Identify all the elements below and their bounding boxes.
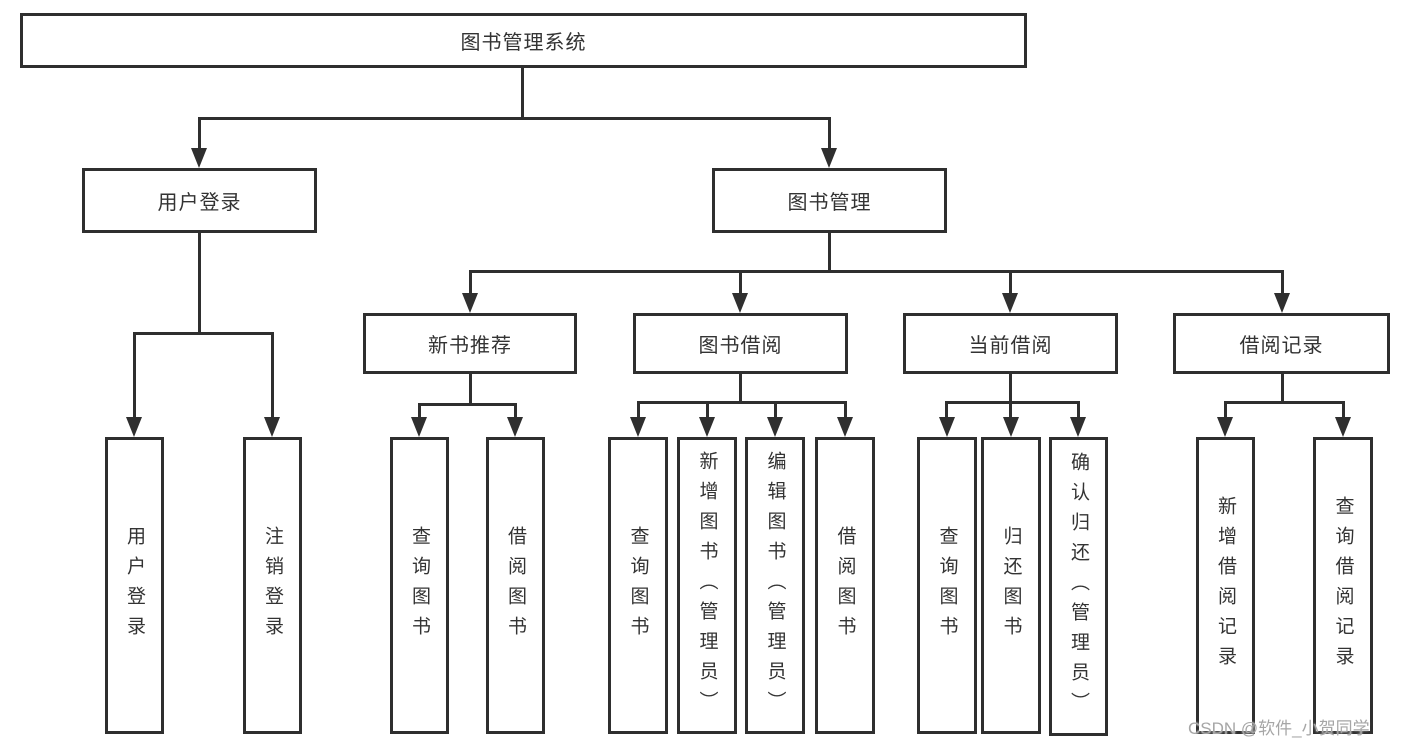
connector-book-management-stem (828, 233, 831, 273)
leaf-query-books-borrowing: 查询图书 (608, 437, 668, 734)
leaf-logout: 注销登录 (243, 437, 302, 734)
leaf-confirm-return-admin: 确认归还（管理员） (1049, 437, 1108, 736)
connector-new-book-stem (469, 374, 472, 405)
watermark: CSDN @软件_小贺同学 (1188, 719, 1370, 738)
connector-leaf (945, 401, 948, 419)
connector-new-book-branch (418, 403, 517, 406)
arrowhead (732, 293, 748, 313)
arrowhead (1070, 417, 1086, 437)
leaf-edit-book-admin-label: 编辑图书（管理员） (764, 450, 786, 721)
connector-borrow-records-stem (1281, 374, 1284, 403)
connector-leaf (1077, 401, 1080, 419)
connector-leaf (1224, 401, 1227, 419)
leaf-edit-book-admin: 编辑图书（管理员） (745, 437, 805, 734)
leaf-add-borrow-record-label: 新增借阅记录 (1215, 495, 1236, 676)
connector-borrow-records-branch (1224, 401, 1345, 404)
leaf-query-books-recommend: 查询图书 (390, 437, 449, 734)
connector-level1-branch (198, 117, 831, 120)
arrowhead (462, 293, 478, 313)
node-new-book-recommend: 新书推荐 (363, 313, 577, 374)
arrowhead (630, 417, 646, 437)
connector-leaf (706, 401, 709, 419)
connector-leaf (637, 401, 640, 419)
arrowhead (264, 417, 280, 437)
node-new-book-recommend-label: 新书推荐 (428, 335, 512, 357)
arrowhead (507, 417, 523, 437)
connector-to-current-borrowing (1009, 270, 1012, 295)
arrowhead (411, 417, 427, 437)
leaf-confirm-return-admin-label: 确认归还（管理员） (1068, 451, 1089, 722)
arrowhead (1217, 417, 1233, 437)
node-borrow-records: 借阅记录 (1173, 313, 1390, 374)
node-current-borrowing: 当前借阅 (903, 313, 1118, 374)
node-book-borrowing-label: 图书借阅 (698, 335, 783, 357)
connector-to-new-book (469, 270, 472, 295)
arrowhead (767, 417, 783, 437)
node-book-management-label: 图书管理 (787, 192, 872, 214)
leaf-logout-label: 注销登录 (262, 525, 283, 646)
node-user-login: 用户登录 (82, 168, 317, 233)
node-book-borrowing: 图书借阅 (633, 313, 848, 374)
leaf-borrow-books-recommend: 借阅图书 (486, 437, 545, 734)
connector-user-login-branch (133, 332, 274, 335)
connector-current-borrowing-branch (945, 401, 1080, 404)
connector-to-book-management (828, 117, 831, 150)
leaf-borrow-books-borrowing-label: 借阅图书 (834, 525, 856, 646)
leaf-return-books-label: 归还图书 (1000, 525, 1022, 646)
leaf-return-books: 归还图书 (981, 437, 1041, 734)
connector-to-user-login (198, 117, 201, 150)
connector-user-login-stem (198, 233, 201, 335)
leaf-query-books-recommend-label: 查询图书 (409, 525, 430, 646)
arrowhead (837, 417, 853, 437)
arrowhead (939, 417, 955, 437)
leaf-query-books-borrowing-label: 查询图书 (627, 525, 649, 646)
connector-to-leaf-user-login (133, 332, 136, 419)
connector-leaf (1342, 401, 1345, 419)
leaf-query-books-current: 查询图书 (917, 437, 977, 734)
leaf-add-borrow-record: 新增借阅记录 (1196, 437, 1255, 734)
connector-book-borrowing-stem (739, 374, 742, 403)
connector-book-borrowing-branch (637, 401, 847, 404)
leaf-add-book-admin-label: 新增图书（管理员） (696, 450, 718, 721)
arrowhead (821, 148, 837, 168)
connector-leaf (774, 401, 777, 419)
arrowhead (1003, 417, 1019, 437)
leaf-query-borrow-record: 查询借阅记录 (1313, 437, 1373, 734)
node-root-label: 图书管理系统 (460, 32, 587, 54)
connector-current-borrowing-stem (1009, 374, 1012, 403)
node-borrow-records-label: 借阅记录 (1239, 335, 1324, 357)
arrowhead (1335, 417, 1351, 437)
connector-to-borrow-records (1281, 270, 1284, 295)
node-book-management: 图书管理 (712, 168, 947, 233)
connector-leaf (514, 403, 517, 419)
arrowhead (1002, 293, 1018, 313)
leaf-user-login-label: 用户登录 (124, 525, 145, 646)
leaf-query-books-current-label: 查询图书 (936, 525, 958, 646)
leaf-query-borrow-record-label: 查询借阅记录 (1332, 495, 1354, 676)
arrowhead (191, 148, 207, 168)
connector-leaf (844, 401, 847, 419)
arrowhead (1274, 293, 1290, 313)
connector-root-stem (521, 68, 524, 119)
connector-leaf (418, 403, 421, 419)
connector-to-leaf-logout (271, 332, 274, 419)
connector-level2-branch (469, 270, 1284, 273)
arrowhead (126, 417, 142, 437)
node-user-login-label: 用户登录 (157, 192, 242, 214)
arrowhead (699, 417, 715, 437)
node-current-borrowing-label: 当前借阅 (968, 335, 1053, 357)
leaf-user-login: 用户登录 (105, 437, 164, 734)
leaf-borrow-books-borrowing: 借阅图书 (815, 437, 875, 734)
connector-leaf (1009, 401, 1012, 419)
leaf-add-book-admin: 新增图书（管理员） (677, 437, 737, 734)
connector-to-book-borrowing (739, 270, 742, 295)
node-root: 图书管理系统 (20, 13, 1027, 68)
leaf-borrow-books-recommend-label: 借阅图书 (505, 525, 526, 646)
